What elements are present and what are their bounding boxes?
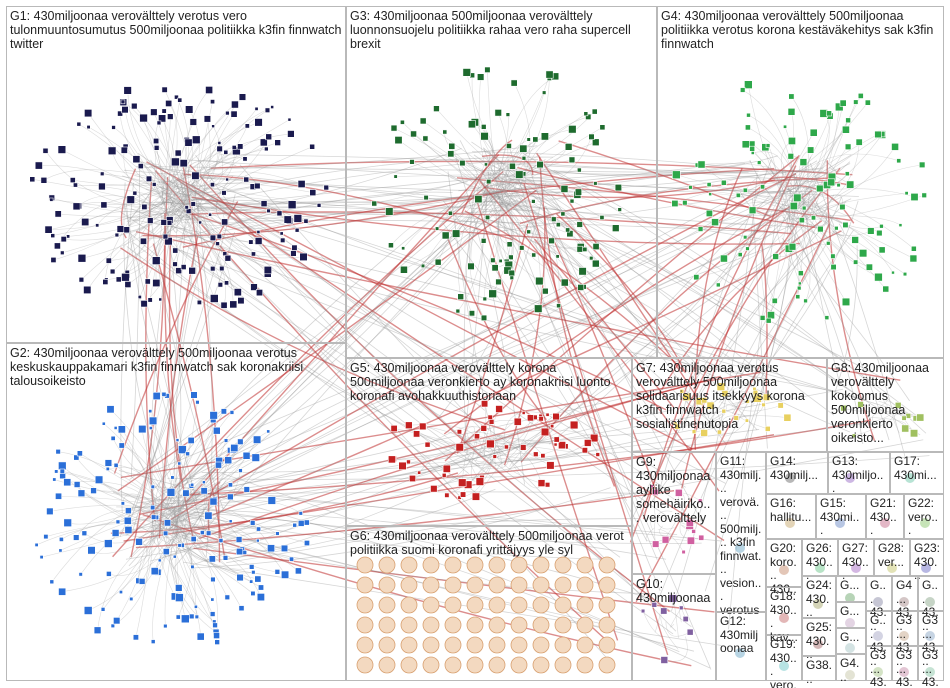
cluster-g9-label: G9: 430miljoonaa ayliike somehäiriko... … [636, 455, 712, 525]
cluster-g8-label: G8: 430miljoonaa verovälttely kokoomus 5… [831, 361, 940, 445]
cluster-g3b: G3... 43... [918, 611, 944, 646]
cluster-g6: G6: 430miljoonaa verovälttely 500miljoon… [346, 526, 632, 681]
cluster-g13-label: G13: 430miljo... [832, 455, 886, 496]
cluster-g3a: G3... 43... [892, 611, 918, 646]
cluster-g3: G3: 430miljoonaa 500miljoonaa verovältte… [346, 6, 657, 358]
cluster-g11-label: G11: 430milj... verovä... 500milj... k3f… [720, 455, 762, 617]
cluster-g6-label: G6: 430miljoonaa verovälttely 500miljoon… [350, 529, 628, 557]
cluster-g5: G5: 430miljoonaa verovälttely korona 500… [346, 358, 632, 526]
cluster-g16-label: G16: hallitu... [770, 497, 812, 524]
cluster-g4x-label: G4... [840, 657, 862, 684]
cluster-g21: G21: 430... [866, 494, 904, 539]
cluster-g4: G4: 430miljoonaa verovälttely 500miljoon… [657, 6, 944, 358]
cluster-g3e: G3... 43... [918, 646, 944, 681]
cluster-g-c-label: G... [840, 631, 862, 645]
cluster-g-c: G... [836, 628, 866, 654]
cluster-g4y: G4... 43... [892, 576, 918, 611]
cluster-g1-label: G1: 430miljoonaa verovälttely verotus ve… [10, 9, 342, 51]
cluster-g-a: G... [836, 576, 866, 602]
cluster-g11: G11: 430milj... verovä... 500milj... k3f… [716, 452, 766, 612]
cluster-g13: G13: 430miljo... [828, 452, 890, 494]
cluster-g10: G10: 430miljoonaa [632, 574, 716, 681]
cluster-g-d: G... 43... [866, 576, 892, 611]
cluster-g22: G22: vero... [904, 494, 944, 539]
cluster-g15-label: G15: 430mi... [820, 497, 862, 538]
cluster-g7: G7: 430miljoonaa verotus verovälttely 50… [632, 358, 827, 452]
cluster-g3c-label: G3... 43... [870, 649, 888, 688]
cluster-g28: G28: ver... [874, 539, 910, 576]
cluster-g-b: G... [836, 602, 866, 628]
cluster-g1: G1: 430miljoonaa verovälttely verotus ve… [6, 6, 346, 343]
cluster-g22-label: G22: vero... [908, 497, 940, 538]
cluster-g7-label: G7: 430miljoonaa verotus verovälttely 50… [636, 361, 823, 431]
cluster-g20: G20: koro... 430... [766, 539, 802, 587]
cluster-g-a-label: G... [840, 579, 862, 593]
cluster-g26: G26: 430... [802, 539, 838, 576]
cluster-g-b-label: G... [840, 605, 862, 619]
cluster-g17-label: G17: 430mi... [894, 455, 940, 482]
cluster-g12-label: G12: 430miljoonaa [720, 615, 762, 656]
cluster-g3e-label: G3... 43... [922, 649, 940, 688]
cluster-g10-label: G10: 430miljoonaa [636, 577, 712, 605]
cluster-g21-label: G21: 430... [870, 497, 900, 538]
cluster-g23: G23: 430... [910, 539, 944, 576]
cluster-g-f: G... 43... [866, 611, 892, 646]
cluster-g27: G27: 430... [838, 539, 874, 576]
cluster-g3d: G3... 43... [892, 646, 918, 681]
cluster-g3c: G3... 43... [866, 646, 892, 681]
cluster-g3d-label: G3... 43... [896, 649, 914, 688]
cluster-g28-label: G28: ver... [878, 542, 906, 569]
cluster-g4-label: G4: 430miljoonaa verovälttely 500miljoon… [661, 9, 940, 51]
cluster-g5-label: G5: 430miljoonaa verovälttely korona 500… [350, 361, 628, 403]
cluster-g-e: G... 43... [918, 576, 944, 611]
cluster-g15: G15: 430mi... [816, 494, 866, 539]
cluster-g25: G25: 430... [802, 618, 836, 656]
cluster-g24: G24: 430... [802, 576, 836, 618]
cluster-g3-label: G3: 430miljoonaa 500miljoonaa verovältte… [350, 9, 653, 51]
cluster-g14: G14: 430milj... [766, 452, 828, 494]
cluster-g4x: G4... [836, 654, 866, 681]
cluster-g19-label: G19: 430... vero... [770, 638, 798, 688]
cluster-g14-label: G14: 430milj... [770, 455, 824, 482]
cluster-g2: G2: 430miljoonaa verovälttely 500miljoon… [6, 343, 346, 681]
cluster-g38-label: G38... [806, 659, 832, 686]
cluster-g24-label: G24: 430... [806, 579, 832, 620]
cluster-g17: G17: 430mi... [890, 452, 944, 494]
cluster-g2-label: G2: 430miljoonaa verovälttely 500miljoon… [10, 346, 342, 388]
cluster-g19: G19: 430... vero... [766, 635, 802, 681]
cluster-g16: G16: hallitu... [766, 494, 816, 539]
cluster-g9: G9: 430miljoonaa ayliike somehäiriko... … [632, 452, 716, 574]
cluster-g12: G12: 430miljoonaa [716, 612, 766, 681]
cluster-g38: G38... [802, 656, 836, 681]
cluster-g18: G18: 430... kav... [766, 587, 802, 635]
cluster-g8: G8: 430miljoonaa verovälttely kokoomus 5… [827, 358, 944, 452]
